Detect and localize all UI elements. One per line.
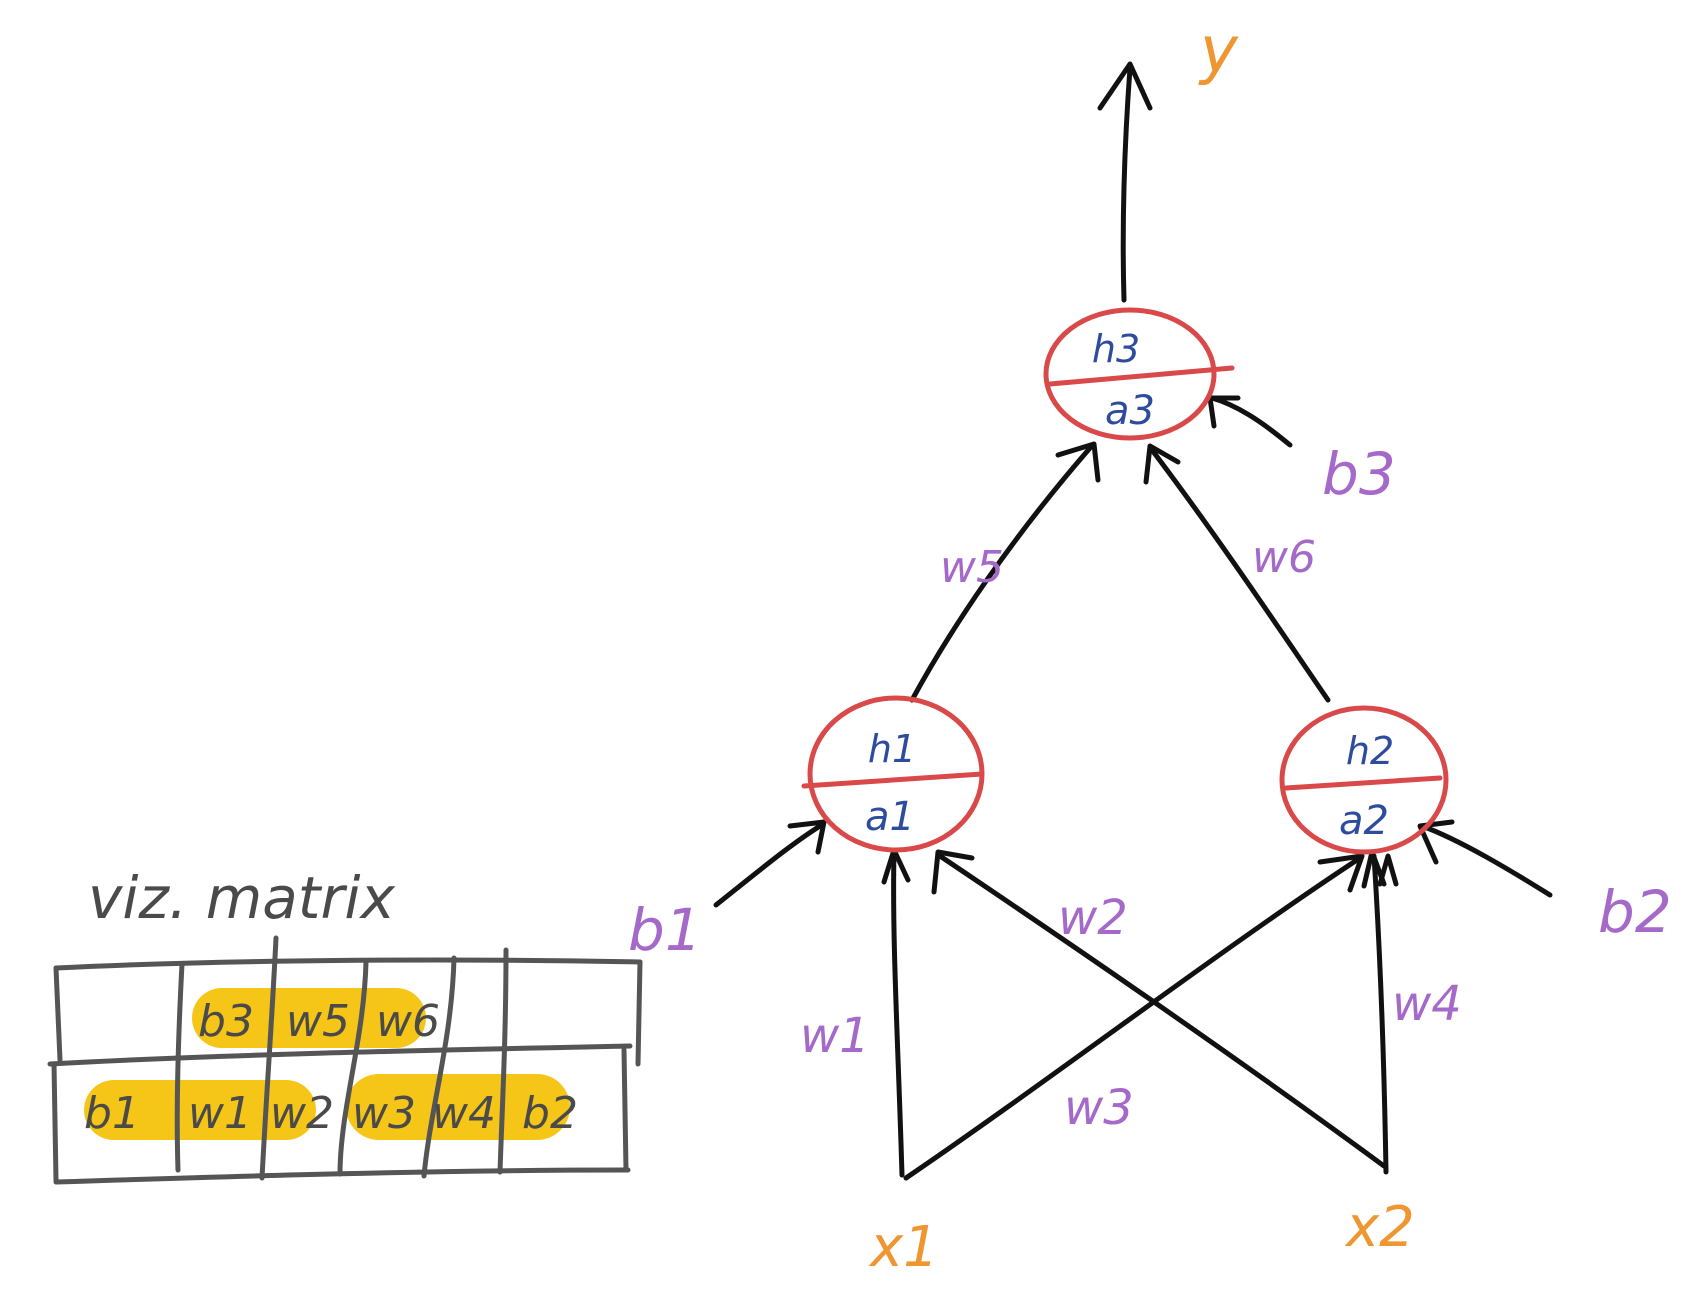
node-h3-bottom-label: a3 bbox=[1105, 388, 1155, 434]
edge-x1-to-h2 bbox=[903, 855, 1363, 1181]
bias-label-b1: b1 bbox=[628, 896, 702, 964]
edge-x2-to-h1 bbox=[937, 853, 1387, 1169]
edge-h1-to-h3 bbox=[909, 445, 1093, 703]
matrix-col-divider-1 bbox=[174, 961, 185, 1173]
weight-label-w3: w3 bbox=[1064, 1080, 1134, 1136]
matrix-cell-r2c3: w2 bbox=[270, 1088, 334, 1139]
matrix-cell-r2c1: b1 bbox=[84, 1088, 140, 1139]
input-label-x1: x1 bbox=[868, 1215, 939, 1280]
matrix-right-border-top bbox=[635, 959, 643, 1067]
matrix-col-divider-3 bbox=[337, 959, 369, 1177]
bias-label-b3: b3 bbox=[1322, 440, 1396, 508]
node-h3-top-label: h3 bbox=[1092, 327, 1140, 371]
arrowhead-h2-h3 bbox=[1143, 443, 1181, 485]
arrowhead-x2-h1 bbox=[931, 849, 975, 895]
node-h1-divider bbox=[801, 771, 985, 789]
node-h2-top-label: h2 bbox=[1346, 729, 1394, 773]
highlight-row1 bbox=[192, 988, 426, 1048]
matrix-cell-r1c3: w5 bbox=[286, 996, 350, 1047]
weight-label-w4: w4 bbox=[1392, 976, 1462, 1032]
arrowhead-x2-h2-double bbox=[1377, 853, 1399, 887]
node-h3-circle bbox=[1043, 307, 1217, 441]
output-label-y: y bbox=[1198, 14, 1239, 88]
matrix-cell-r1c4: w6 bbox=[376, 996, 440, 1047]
matrix-title: viz. matrix bbox=[88, 864, 395, 932]
matrix-cell-r2c6: b2 bbox=[522, 1088, 578, 1139]
matrix-cell-r2c4: w3 bbox=[352, 1088, 416, 1139]
node-h3-divider bbox=[1047, 365, 1235, 387]
node-h2-circle bbox=[1279, 705, 1449, 855]
matrix-row-2: b1 w1 w2 w3 w4 b2 bbox=[84, 1088, 578, 1139]
node-h2-bottom-label: a2 bbox=[1339, 798, 1389, 844]
edge-b3-to-h3 bbox=[1209, 395, 1293, 448]
matrix-right-border-bottom bbox=[621, 1047, 629, 1173]
node-h1: h1 a1 bbox=[801, 695, 985, 853]
node-h1-bottom-label: a1 bbox=[865, 794, 915, 840]
highlight-row2-a bbox=[84, 1080, 316, 1140]
matrix-left-border-bottom bbox=[51, 1061, 59, 1183]
node-h3: h3 a3 bbox=[1043, 307, 1235, 441]
matrix-mid-border bbox=[47, 1043, 633, 1067]
matrix-row-1: b3 w5 w6 bbox=[198, 996, 440, 1047]
highlight-row2-b bbox=[346, 1074, 570, 1140]
edge-b1-to-h1 bbox=[713, 823, 823, 908]
arrowhead-x1-h2 bbox=[1317, 853, 1365, 893]
bias-label-b2: b2 bbox=[1598, 878, 1672, 946]
matrix-cell-r2c5: w4 bbox=[432, 1088, 496, 1139]
matrix-left-border-top bbox=[53, 965, 63, 1063]
edge-b2-to-h2 bbox=[1419, 823, 1553, 898]
node-h2-divider bbox=[1283, 775, 1443, 791]
arrowhead-b2 bbox=[1417, 819, 1455, 865]
weight-label-w5: w5 bbox=[940, 542, 1004, 593]
node-h1-top-label: h1 bbox=[868, 727, 916, 771]
matrix-col-divider-5 bbox=[497, 947, 509, 1175]
arrowhead-b1 bbox=[787, 819, 827, 855]
edge-x2-to-h2 bbox=[1371, 853, 1389, 1175]
matrix-cell-r2c2: w1 bbox=[188, 1088, 252, 1139]
viz-matrix: viz. matrix b3 w5 w6 b1 w1 bbox=[47, 864, 643, 1185]
edges bbox=[713, 61, 1553, 1181]
matrix-col-divider-2 bbox=[259, 935, 279, 1181]
edge-h2-to-h3 bbox=[1149, 447, 1331, 703]
edge-x1-to-h1 bbox=[891, 849, 905, 1178]
matrix-top-border bbox=[53, 957, 643, 971]
edge-h3-to-y bbox=[1120, 65, 1133, 303]
arrowhead-h1-h3 bbox=[1055, 441, 1101, 483]
node-h2: h2 a2 bbox=[1279, 705, 1449, 855]
weight-label-w1: w1 bbox=[800, 1008, 870, 1064]
matrix-cell-r1c2: b3 bbox=[198, 996, 254, 1047]
labels: y x1 x2 b1 b2 b3 w1 w2 w3 w4 w5 w6 bbox=[628, 14, 1672, 1280]
arrowhead-y bbox=[1097, 61, 1153, 111]
matrix-col-divider-4 bbox=[421, 955, 457, 1179]
weight-label-w6: w6 bbox=[1252, 532, 1316, 583]
input-label-x2: x2 bbox=[1344, 1195, 1415, 1260]
weight-label-w2: w2 bbox=[1058, 890, 1128, 946]
